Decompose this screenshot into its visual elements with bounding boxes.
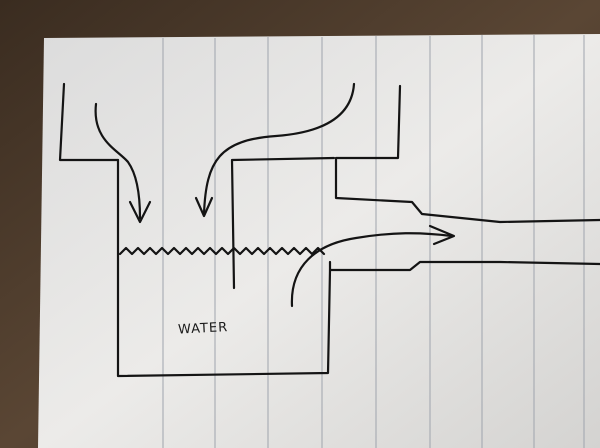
water-label: WATER xyxy=(178,320,229,338)
tank-outline xyxy=(116,158,332,378)
outlet-channel-upper xyxy=(334,84,600,224)
internal-baffle xyxy=(230,156,336,290)
paper-sheet xyxy=(38,34,600,448)
arrow-inflow-left xyxy=(94,102,152,224)
water-surface xyxy=(118,246,326,256)
arrow-outflow xyxy=(290,224,456,308)
inlet-pipe-left xyxy=(58,82,120,162)
ruled-lines xyxy=(162,35,585,448)
outlet-channel-lower xyxy=(328,260,600,272)
arrow-inflow-center xyxy=(194,82,356,218)
